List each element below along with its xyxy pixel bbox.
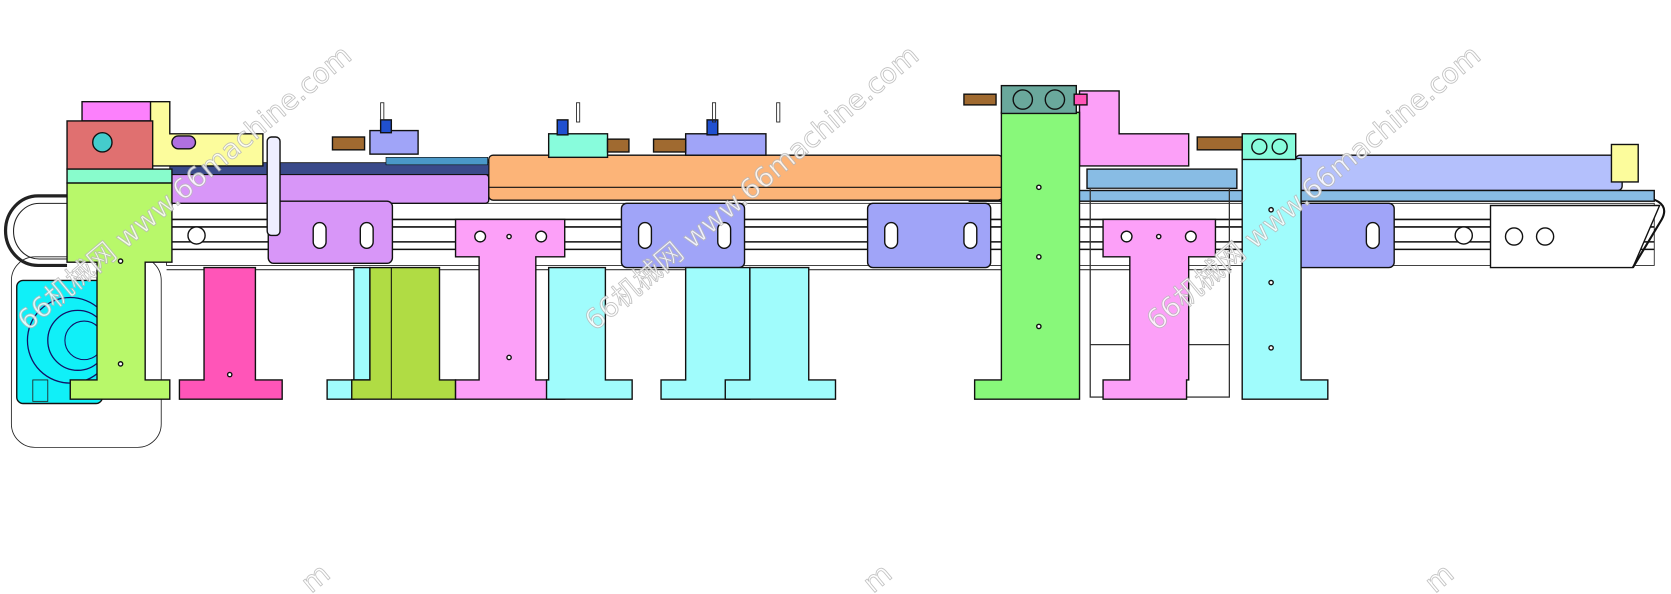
- cyan-leg-2: [545, 266, 633, 400]
- belt-loop-left: [4, 194, 68, 268]
- pneumatic-valve-2: [547, 102, 630, 159]
- teal-cylinder-block: [1000, 84, 1078, 115]
- yellow-stopper: [1610, 143, 1639, 183]
- svg-text:m: m: [294, 557, 336, 594]
- green-column: [973, 111, 1081, 400]
- hot-pink-leg: [178, 266, 283, 400]
- pneumatic-valve-1: [331, 102, 419, 155]
- purple-carriage-plate: [266, 136, 394, 264]
- pink-t-bracket-2: [1102, 218, 1217, 400]
- left-head-assembly: [66, 100, 264, 184]
- fitting: [963, 93, 997, 106]
- conveyor-end-block: [1489, 196, 1666, 269]
- pneumatic-valve-3: [652, 102, 781, 156]
- blue-box: [1086, 168, 1238, 190]
- cyan-leg-4: [724, 266, 837, 400]
- lavender-carriage-plate-3: [1295, 202, 1395, 269]
- cyan-column: [1241, 157, 1329, 400]
- lime-i-bracket: [66, 182, 173, 400]
- lavender-carriage-plate-2: [866, 202, 992, 269]
- fitting: [1196, 136, 1243, 151]
- lavender-carriage-plate-1: [620, 202, 746, 269]
- svg-text:m: m: [1418, 557, 1460, 594]
- svg-text:m: m: [856, 557, 898, 594]
- pink-l-bracket: [1078, 90, 1190, 167]
